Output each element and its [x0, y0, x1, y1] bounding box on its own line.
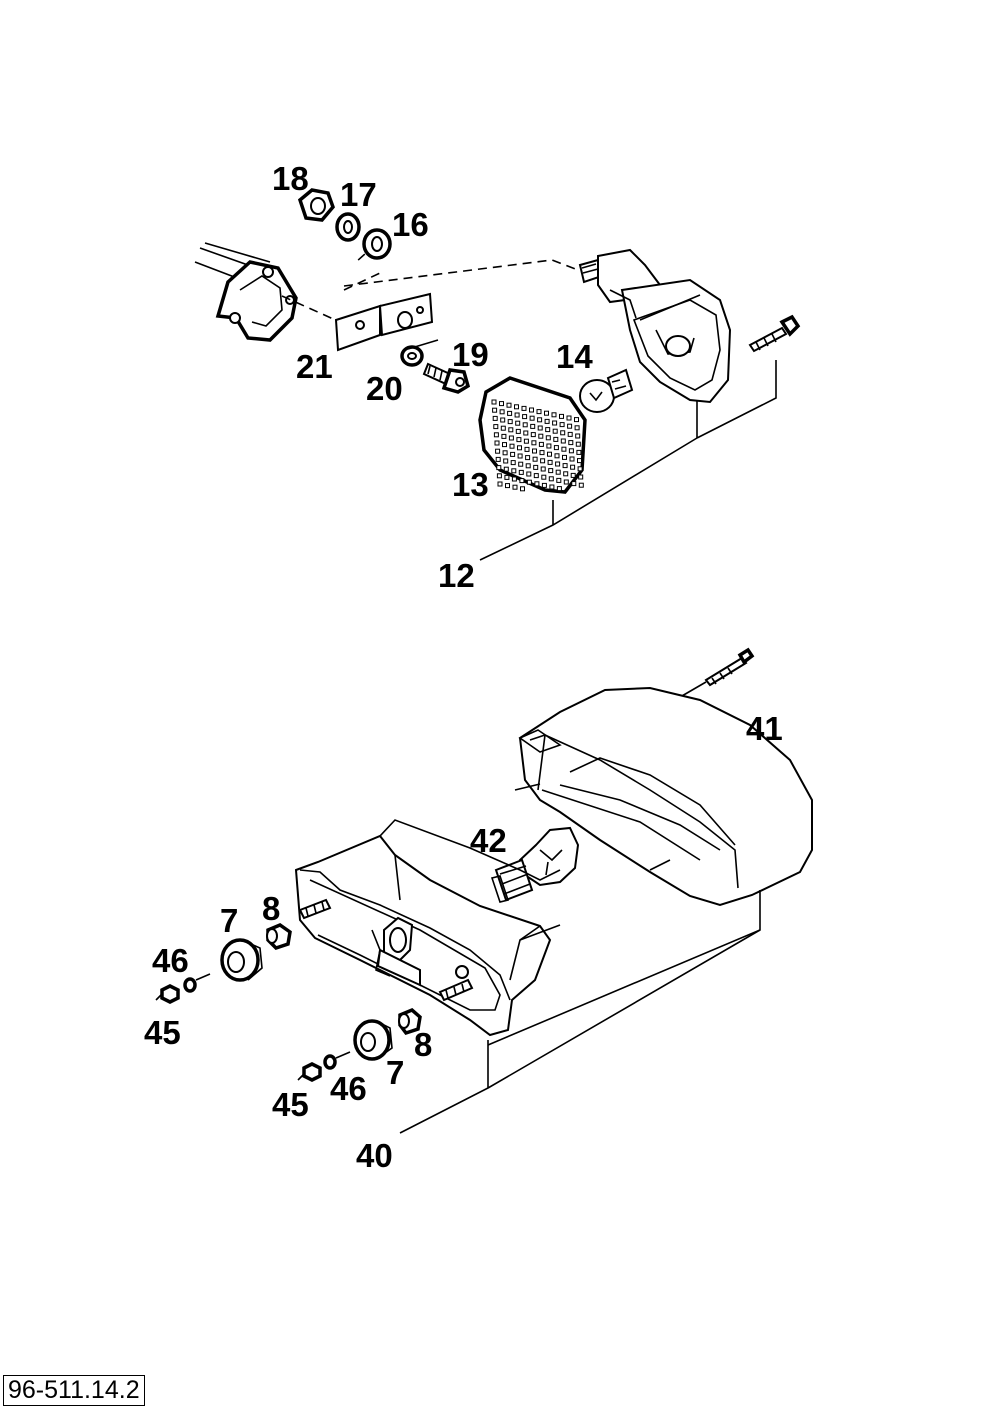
callout-7-lower: 7: [386, 1054, 404, 1091]
screw-19: [422, 362, 471, 394]
callout-45-lower: 45: [272, 1086, 309, 1123]
callout-45-upper: 45: [144, 1014, 181, 1051]
callout-8-lower: 8: [414, 1026, 432, 1063]
grommet-7-upper: [220, 938, 263, 982]
callout-42: 42: [470, 822, 507, 859]
callout-8-upper: 8: [262, 890, 280, 927]
drawing-code-box: 96-511.14.2: [3, 1375, 145, 1406]
spacer-8-upper: [266, 923, 292, 951]
lens-13: [478, 376, 587, 494]
frame-bracket: [194, 242, 298, 342]
tail-light-screw: [674, 647, 755, 701]
bulb-14: [579, 368, 634, 413]
callout-40: 40: [356, 1137, 393, 1174]
callout-46-upper: 46: [152, 942, 189, 979]
callout-12: 12: [438, 557, 475, 594]
leader-40: [399, 929, 761, 1134]
turn-signal-assembly: [194, 188, 801, 561]
leader-lamp-group: [696, 370, 777, 439]
callout-19: 19: [452, 336, 489, 373]
callout-41: 41: [746, 710, 783, 747]
washer-46-lower: [323, 1054, 337, 1070]
bracket-21: [334, 292, 434, 352]
callout-14: 14: [556, 338, 593, 375]
nut-18: [297, 188, 335, 222]
callout-13: 13: [452, 466, 489, 503]
stud-lower: [438, 978, 474, 1002]
callout-17: 17: [340, 176, 377, 213]
lock-washer-17: [335, 212, 361, 242]
callout-21: 21: [296, 348, 333, 385]
washer-46-upper: [183, 977, 197, 993]
leader-19: [407, 339, 439, 350]
callout-16: 16: [392, 206, 429, 243]
spacer-8-lower: [398, 1007, 422, 1036]
explode-line-to-lamp: [343, 259, 579, 287]
callout-7-upper: 7: [220, 902, 238, 939]
nut-45-upper: [155, 973, 211, 1004]
tail-light-base: [294, 819, 561, 1037]
turn-signal-housing: [578, 248, 732, 404]
explode-line-upper: [281, 295, 341, 323]
callout-18: 18: [272, 160, 309, 197]
callout-20: 20: [366, 370, 403, 407]
tail-light-assembly: [155, 647, 813, 1134]
bulb-42: [490, 826, 580, 903]
grommet-7-lower: [353, 1019, 393, 1061]
lens-cover-41: [514, 686, 813, 907]
housing-screw: [748, 314, 801, 353]
washer-20: [400, 345, 424, 367]
nut-45-lower: [297, 1051, 351, 1082]
washer-16: [362, 228, 392, 260]
leader-12: [479, 437, 698, 561]
stud-upper: [298, 898, 332, 920]
callout-46-lower: 46: [330, 1070, 367, 1107]
callout-labels: 18 17 16 21 20 19 14 13 12 41 42 7 8 46 …: [144, 160, 783, 1174]
